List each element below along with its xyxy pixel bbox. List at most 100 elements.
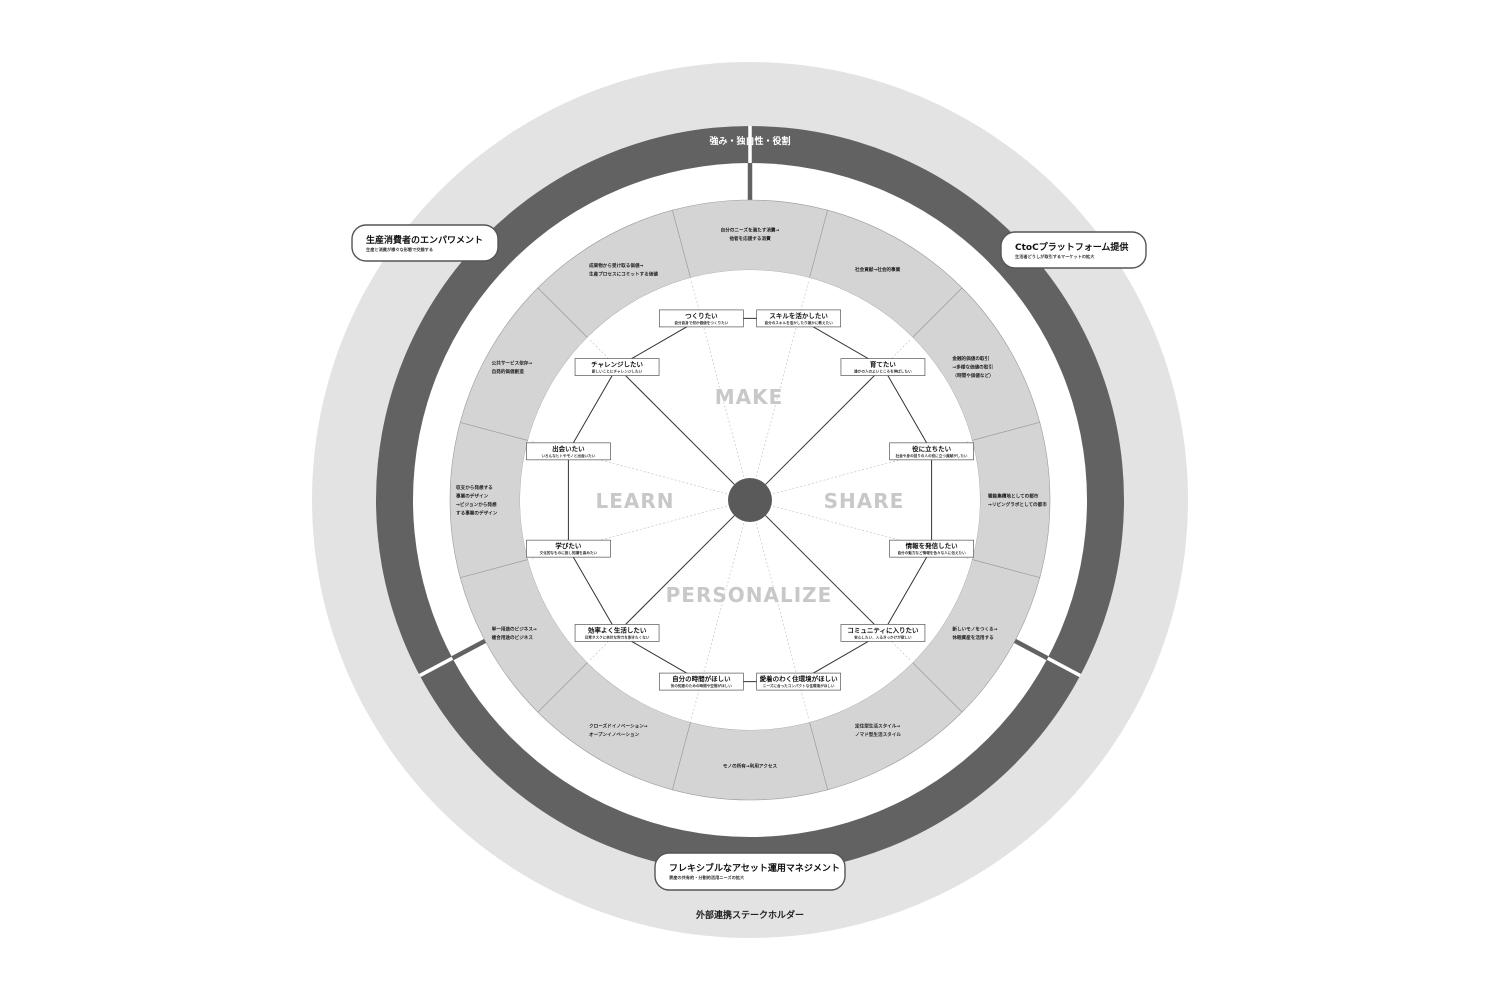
dashed-line-10 xyxy=(529,440,727,495)
ring-divider-1 xyxy=(1013,638,1049,661)
callout-ctoc: CtoCプラットフォーム提供 生活者どうしが取引するマーケットの拡大 xyxy=(1000,231,1147,269)
quadrant-learn: LEARN xyxy=(595,489,674,513)
segment-3 xyxy=(971,421,1051,579)
ring-dividers xyxy=(418,126,1082,678)
segment-4-text-1: 休眠資産を活用する xyxy=(951,634,994,641)
segment-7-text-0: クローズドイノベーション→ xyxy=(589,723,648,730)
callout-empowerment-subtitle: 生産と消費が様々な形態で交錯する xyxy=(366,246,433,253)
need-node-title: スキルを活かしたい xyxy=(769,311,828,320)
need-node-title: チャレンジしたい xyxy=(591,361,643,369)
need-node-title: 役に立ちたい xyxy=(912,444,952,453)
quadrant-share: SHARE xyxy=(824,489,905,513)
need-node-title: 自分の時間がほしい xyxy=(672,674,731,683)
callout-empowerment-title: 生産消費者のエンパワメント xyxy=(366,234,483,246)
need-node-subtitle: 自分自身で何か価値をつくりたい xyxy=(674,320,728,325)
need-node-subtitle: ニーズに合ったコンパクトな住環境がほしい xyxy=(763,683,835,688)
need-node-subtitle: いろんなヒトやモノと出会いたい xyxy=(541,453,595,458)
need-node-subtitle: 新しいことにチャレンジしたい xyxy=(592,369,643,374)
need-node-title: 育てたい xyxy=(870,360,897,369)
segment-9 xyxy=(449,421,529,579)
callout-empowerment: 生産消費者のエンパワメント 生産と消費が様々な形態で交錯する xyxy=(351,224,499,262)
segment-3-text-1: →リビングラボとしての都市 xyxy=(988,501,1047,508)
segment-8-text-0: 単一用途のビジネス→ xyxy=(492,625,537,632)
need-node-box xyxy=(840,624,926,642)
segment-4-text-0: 新しいモノをつくる→ xyxy=(952,625,997,632)
strength-role-label: 強み・独自性・役割 xyxy=(709,135,790,147)
quadrant-personalize: PERSONALIZE xyxy=(666,583,833,607)
segment-9-text-3: する事業のデザイン xyxy=(456,509,498,516)
need-node-box xyxy=(658,672,744,691)
spoke-1 xyxy=(765,366,884,485)
need-node-title: 愛着のわく住環境がほしい xyxy=(760,674,839,683)
callout-ctoc-subtitle: 生活者どうしが取引するマーケットの拡大 xyxy=(1015,253,1095,260)
segment-2-text-2: （時間や価値など） xyxy=(952,372,993,379)
need-node-title: つくりたい xyxy=(685,311,718,320)
need-node-subtitle: 自分のスキルを活かしたり誰かに教えたい xyxy=(765,320,834,325)
need-node-box xyxy=(658,309,744,328)
callout-asset: フレキシブルなアセット運用マネジメント 資産の共有的・分割的活用ニーズの拡大 xyxy=(654,852,846,891)
need-node-subtitle: 文化的なものに接し知識を高めたい xyxy=(539,550,598,555)
segment-5-text-1: ノマド型生活スタイル xyxy=(855,731,901,738)
segment-ring: 自分のニーズを満たす消費→他者を応援する消費社会貢献→社会的事業金銭的価値の取引… xyxy=(449,199,1051,801)
segment-11-text-1: 生産プロセスにコミットする価値 xyxy=(589,270,658,277)
need-node-subtitle: 気の知恵のための時間や空間がほしい xyxy=(671,683,732,688)
segment-11-text-0: 成果物から受け取る価値→ xyxy=(589,262,644,269)
need-node-box xyxy=(756,672,842,691)
need-node-box xyxy=(526,442,611,461)
ring-divider-2 xyxy=(451,638,487,661)
need-node-box xyxy=(889,442,974,461)
callout-asset-title: フレキシブルなアセット運用マネジメント xyxy=(669,862,840,874)
needs-nodes: スキルを活かしたい自分のスキルを活かしたり誰かに教えたい育てたい誰かの人のよいと… xyxy=(526,309,974,691)
need-node-subtitle: 誰かの人のよいところを伸ばしたい xyxy=(854,369,912,374)
center-hub xyxy=(728,478,772,522)
need-node-box xyxy=(840,358,926,376)
dashed-line-3 xyxy=(773,440,971,495)
segment-2-text-0: 金銭的価値の取引 xyxy=(951,355,989,362)
need-node-subtitle: 自分の魅力など情報を色々な人に伝えたい xyxy=(897,550,966,555)
need-node-subtitle: 安心したい、入るきっかけが欲しい xyxy=(854,634,912,639)
need-node-title: 出会いたい xyxy=(552,444,585,453)
need-node-box xyxy=(526,539,611,558)
need-node-box xyxy=(574,358,660,376)
need-node-title: 学びたい xyxy=(555,541,582,550)
segment-6 xyxy=(671,721,829,801)
segment-6-text-0: モノの所有→利用アクセス xyxy=(723,763,778,770)
need-node-subtitle: 社会や身の回りの人の役に立つ貢献がしたい xyxy=(895,453,968,458)
segment-9-text-0: 収支から発想する xyxy=(456,484,493,491)
segment-10-text-1: 自発的価値創造 xyxy=(492,368,525,375)
spokes xyxy=(616,366,884,634)
external-stakeholder-label: 外部連携ステークホルダー xyxy=(695,909,804,921)
quadrant-make: MAKE xyxy=(715,385,784,409)
callout-asset-subtitle: 資産の共有的・分割的活用ニーズの拡大 xyxy=(668,874,745,881)
segment-2-text-1: →多様な価値の取引 xyxy=(952,364,993,371)
spoke-4 xyxy=(765,515,884,634)
segment-9-text-2: →ビジョンから発想 xyxy=(456,501,497,508)
need-node-title: コミュニティに入りたい xyxy=(847,625,919,634)
need-node-box xyxy=(889,539,974,558)
need-node-title: 効率よく生活したい xyxy=(588,625,647,634)
spoke-7 xyxy=(616,515,735,634)
need-node-subtitle: 日常タスクに余計な労力を割きたくない xyxy=(585,634,650,639)
segment-5-text-0: 定住型生活スタイル→ xyxy=(855,723,900,730)
callout-ctoc-title: CtoCプラットフォーム提供 xyxy=(1015,241,1128,253)
segment-7-text-1: オープンイノベーション xyxy=(589,731,640,738)
segment-8-text-1: 複合用途のビジネス xyxy=(491,634,534,641)
need-node-title: 情報を発信したい xyxy=(906,541,959,550)
segment-0-text-1: 他者を応援する消費 xyxy=(728,235,771,242)
segment-9-text-1: 事業のデザイン xyxy=(456,492,489,499)
segment-3-text-0: 職能集積地としての都市 xyxy=(988,492,1039,499)
segment-0-text-0: 自分のニーズを満たす消費→ xyxy=(721,226,780,233)
